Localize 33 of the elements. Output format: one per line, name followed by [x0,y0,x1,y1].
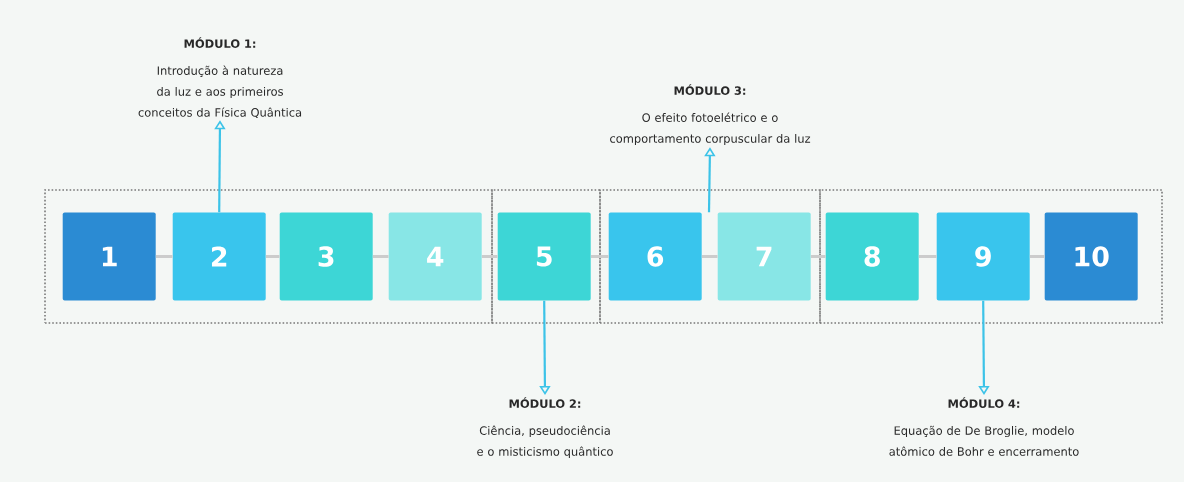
number-square: 3 [279,212,373,301]
module-description: O efeito fotoelétrico e o comportamento corpuscular da luz [610,112,811,146]
connector-line [155,255,173,258]
dotted-frame [599,189,821,324]
connector-line [372,255,389,258]
number-square: 1 [62,212,156,301]
connector-line [265,255,280,258]
number-square: 10 [1044,212,1138,301]
number-square: 4 [388,212,482,301]
module-description: Equação de De Broglie, modelo atômico de Bohr e encerramento [889,425,1079,456]
dotted-frame [44,189,493,324]
number-square: 7 [717,212,811,301]
module-heading: MÓDULO 2: [509,397,581,408]
arrow [978,300,990,395]
dotted-frame [491,189,601,324]
connector-line [1029,255,1045,258]
number-square: 6 [608,212,702,301]
module-heading: MÓDULO 1: [184,37,256,48]
connector-line [590,255,609,258]
dotted-frame [819,189,1163,324]
module-description: Introdução à natureza da luz e aos primeiros conceitos da Física Quântica [138,65,302,119]
connector-line [810,255,826,258]
arrow [539,300,551,395]
number-square: 5 [497,212,591,301]
number-square: 2 [172,212,266,301]
module-heading: MÓDULO 3: [674,84,746,95]
module-heading: MÓDULO 4: [948,397,1020,408]
module-description: Ciência, pseudociência e o misticismo quântico [477,425,613,459]
connector-line [918,255,937,258]
number-square: 8 [825,212,919,301]
connector-line [481,255,498,258]
connector-line [701,255,718,258]
number-square: 9 [936,212,1030,301]
